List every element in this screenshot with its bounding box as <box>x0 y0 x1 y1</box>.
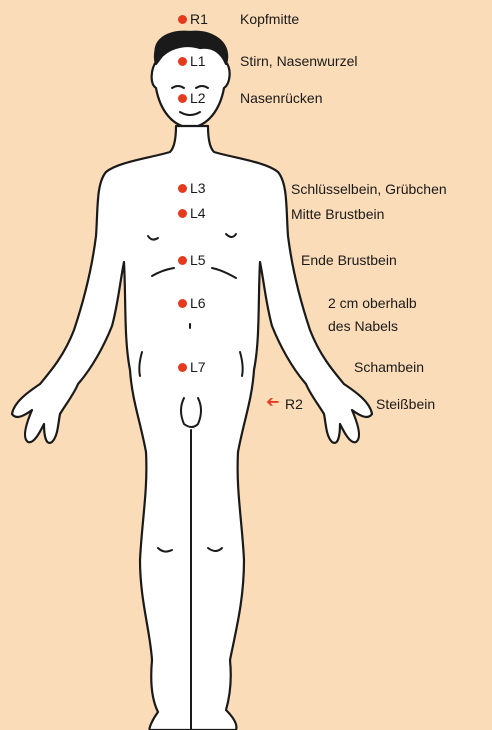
point-desc-l6: 2 cm oberhalb <box>328 295 417 311</box>
point-marker-r1 <box>178 15 187 24</box>
point-desc-l2: Nasenrücken <box>240 90 323 106</box>
point-label-l5: L5 <box>190 252 206 268</box>
point-marker-l5 <box>178 256 187 265</box>
point-marker-l1 <box>178 57 187 66</box>
point-desc-l5: Ende Brustbein <box>301 252 397 268</box>
point-label-l2: L2 <box>190 90 206 106</box>
point-label-r1: R1 <box>190 11 208 27</box>
point-label-l3: L3 <box>190 180 206 196</box>
point-desc-l3: Schlüsselbein, Grübchen <box>291 181 447 197</box>
point-label-l4: L4 <box>190 205 206 221</box>
point-desc-l4: Mitte Brustbein <box>291 206 384 222</box>
point-desc-r1: Kopfmitte <box>240 11 299 27</box>
point-desc-l1: Stirn, Nasenwurzel <box>240 53 358 69</box>
point-marker-l4 <box>178 209 187 218</box>
point-marker-l7 <box>178 363 187 372</box>
point-marker-l3 <box>178 184 187 193</box>
left-arrow-icon: ➔ <box>266 395 279 411</box>
point-label-l1: L1 <box>190 53 206 69</box>
point-marker-l6 <box>178 299 187 308</box>
point-desc-l6-cont: des Nabels <box>328 318 398 334</box>
point-label-r2: R2 <box>285 396 303 412</box>
point-desc-l7: Schambein <box>354 359 424 375</box>
point-marker-l2 <box>178 94 187 103</box>
point-desc-r2: Steißbein <box>376 396 435 412</box>
point-label-l7: L7 <box>190 359 206 375</box>
point-label-l6: L6 <box>190 295 206 311</box>
